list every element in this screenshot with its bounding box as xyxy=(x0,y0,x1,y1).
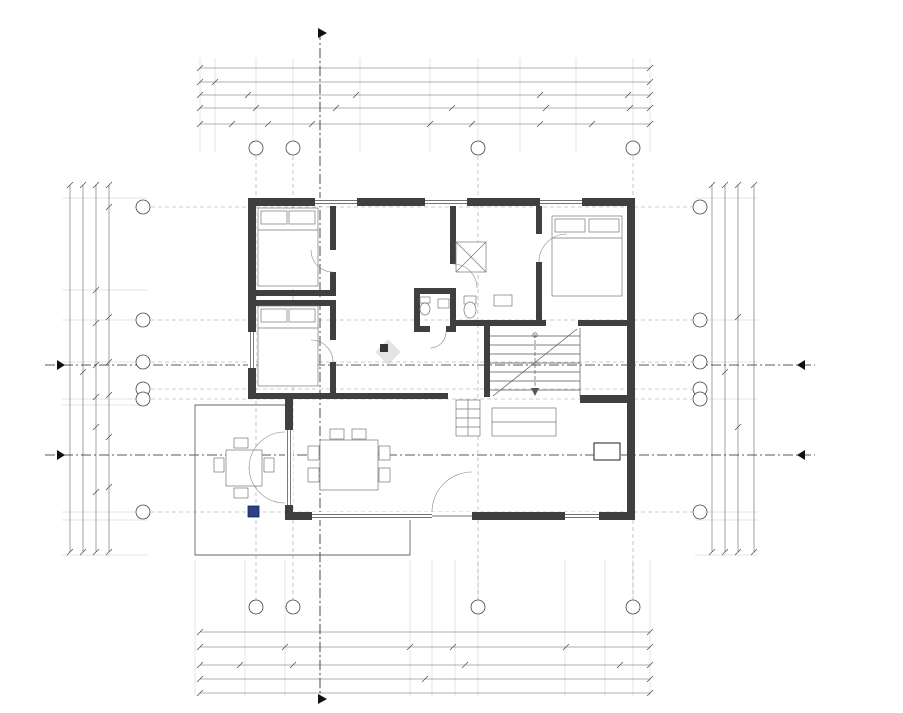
grid-bubble-rowD-left xyxy=(135,354,151,370)
grid-bubble-rowE-left xyxy=(135,312,151,328)
window-bottom xyxy=(565,512,599,520)
ticks-bottom xyxy=(196,628,654,697)
slider-bottom xyxy=(312,512,432,520)
wall-bedroomR-bottom xyxy=(578,320,635,326)
dim-lines-bottom xyxy=(200,631,650,694)
grid-bubble-col3-bottom xyxy=(470,599,486,615)
grid-bubble-rowD-right xyxy=(692,354,708,370)
glazing-lines xyxy=(250,200,599,518)
dim-lines-top xyxy=(200,67,650,125)
section-arrow-a-left xyxy=(57,450,65,460)
grid-bubble-col2-bottom xyxy=(285,599,301,615)
shaft-marker xyxy=(380,344,388,352)
markers xyxy=(247,344,621,518)
door-arc-bedroom1 xyxy=(310,249,334,273)
door-arcs xyxy=(248,233,568,513)
door-arc-bedroom2 xyxy=(310,339,334,363)
dining-set xyxy=(307,428,391,491)
wall-bath2-bottom-b xyxy=(446,326,456,332)
column-marker-blue xyxy=(247,505,260,518)
section-arrow-c-left xyxy=(57,360,65,370)
grid-bubble-rowE-right xyxy=(692,312,708,328)
window-top-1 xyxy=(315,198,357,206)
door-arc-entry xyxy=(431,471,473,513)
openings xyxy=(248,198,599,520)
dimension-lines xyxy=(69,67,755,694)
wall-mid-band xyxy=(248,393,448,399)
wall-bedroom2-top xyxy=(248,300,336,306)
bed-bedroom2 xyxy=(257,305,319,387)
section-arrow-b-bottom xyxy=(318,694,327,704)
bed-bedroom1 xyxy=(257,207,319,287)
terrace-outline xyxy=(194,404,411,556)
section-arrow-b-top xyxy=(318,28,327,38)
grid-bubble-col4-bottom xyxy=(625,599,641,615)
wall-bath2-bottom-a xyxy=(414,326,430,332)
kitchen-block xyxy=(455,399,481,437)
window-top-3 xyxy=(540,198,582,206)
wall-stair-left xyxy=(484,326,490,397)
wall-bath2-left xyxy=(414,294,420,332)
extension-lines-bottom xyxy=(194,560,651,696)
grid-bubble-rowA-right xyxy=(692,504,708,520)
grid-bubble-col4-top xyxy=(625,140,641,156)
window-top-2 xyxy=(425,198,467,206)
terrace-door-opening xyxy=(285,430,293,505)
stair-walkline-start xyxy=(532,332,538,338)
grid-bubble-rowF-left xyxy=(135,199,151,215)
stair-break-line xyxy=(492,328,578,397)
door-arc-bedroomR xyxy=(538,233,568,263)
axis-bubbles xyxy=(135,140,708,615)
dim-lines-right xyxy=(711,185,755,552)
grid-bubble-col1-top xyxy=(248,140,264,156)
island xyxy=(491,407,557,437)
door-arc-terrace-1 xyxy=(248,431,286,469)
section-arrow-c-right xyxy=(797,360,805,370)
wall-bedroom1-right-a xyxy=(330,206,336,250)
wall-divider-a xyxy=(536,206,542,234)
wall-bedroom2-right-a xyxy=(330,306,336,340)
stair-walkline-arrow xyxy=(531,388,539,396)
extension-lines-left xyxy=(62,197,148,556)
grid-bubble-col3-top xyxy=(470,140,486,156)
wall-under-landing xyxy=(580,395,635,403)
unit-label-box xyxy=(593,442,621,461)
extension-lines-right xyxy=(695,197,758,556)
wall-bedroom1-bottom xyxy=(248,290,336,296)
door-arc-bath2 xyxy=(429,331,447,349)
wall-bath-bottom xyxy=(450,320,546,326)
wall-divider-b xyxy=(536,262,542,326)
grid-bubble-rowB-right xyxy=(692,391,708,407)
furniture xyxy=(213,207,623,499)
wall-bath1-left-b xyxy=(450,288,456,326)
bed-bedroomR xyxy=(551,215,623,297)
window-left xyxy=(248,332,256,368)
dim-lines-left xyxy=(69,185,110,552)
ticks-right xyxy=(708,181,758,556)
ticks-left xyxy=(66,181,113,556)
door-arc-bath1 xyxy=(452,263,478,289)
bath2-fixtures xyxy=(419,296,450,316)
grid-bubble-rowA-left xyxy=(135,504,151,520)
wall-exterior-right xyxy=(627,206,635,512)
section-arrow-a-right xyxy=(797,450,805,460)
section-lines xyxy=(45,28,815,704)
dimension-ticks xyxy=(66,64,758,697)
terrace-set xyxy=(213,437,275,499)
wall-bedroom2-right-b xyxy=(330,362,336,393)
grid-bubble-col1-bottom xyxy=(248,599,264,615)
grid-bubble-rowB-left xyxy=(135,391,151,407)
ticks-top xyxy=(196,64,654,128)
grid-bubble-col2-top xyxy=(285,140,301,156)
stairs xyxy=(490,328,581,397)
door-arc-terrace-2 xyxy=(248,466,286,504)
wall-bath1-left-a xyxy=(450,206,456,264)
wall-bedroom1-right-b xyxy=(330,272,336,290)
grid-bubble-rowF-right xyxy=(692,199,708,215)
wall-bath2-top xyxy=(414,288,456,294)
